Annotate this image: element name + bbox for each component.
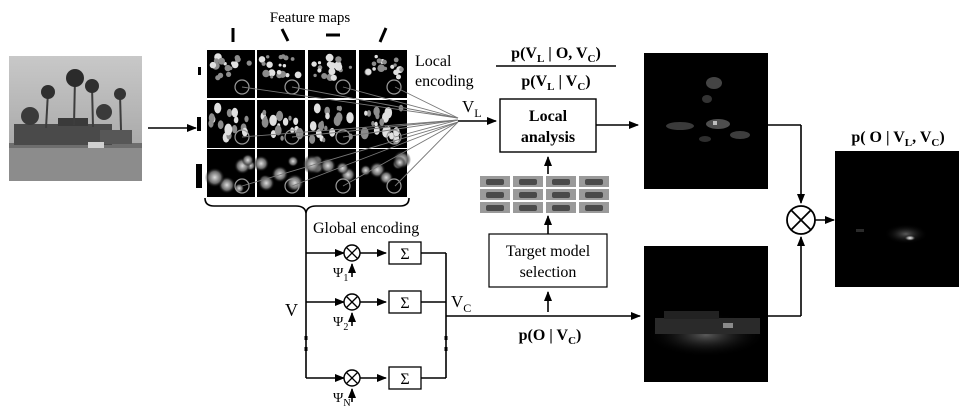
sum-symbol: Σ xyxy=(400,371,409,388)
feature-map-cell xyxy=(359,50,407,98)
input-image xyxy=(9,56,142,181)
feature-map-cell xyxy=(253,149,305,197)
feature-bracket xyxy=(204,197,410,214)
target-thumbnail xyxy=(579,189,609,200)
v-c-label: VC xyxy=(451,292,471,315)
multiply-operator xyxy=(343,293,361,311)
local-encoding-lines xyxy=(241,86,459,187)
local-window-circle xyxy=(335,178,351,194)
local-encoding-label-1: Local xyxy=(415,53,452,70)
target-thumbnail xyxy=(513,189,543,200)
local-window-circle xyxy=(234,129,250,145)
scale-bars xyxy=(196,67,202,188)
target-thumbnail xyxy=(513,176,543,187)
v-l-label: VL xyxy=(462,97,482,120)
context-prior-map xyxy=(644,246,768,382)
local-window-circle xyxy=(234,79,250,95)
global-encoding-row: Σ ΨN xyxy=(306,366,446,408)
local-window-circle xyxy=(234,178,250,194)
target-thumbnail xyxy=(546,189,576,200)
target-thumbnail xyxy=(546,176,576,187)
target-thumbnail xyxy=(513,202,543,213)
target-thumbnail xyxy=(480,189,510,200)
target-model-box xyxy=(488,233,608,288)
feature-maps-label: Feature maps xyxy=(270,10,351,26)
orientation-bars xyxy=(231,27,388,43)
local-analysis-box xyxy=(499,98,597,153)
feature-map-cell xyxy=(359,100,407,148)
sum-symbol: Σ xyxy=(400,246,409,263)
posterior-map xyxy=(835,151,959,287)
global-encoding-row: Σ Ψ2 xyxy=(306,290,446,333)
feature-map-grid xyxy=(204,50,411,197)
feature-map-cell xyxy=(302,149,356,197)
target-thumbnail xyxy=(579,202,609,213)
context-prior-formula: p(O | VC) xyxy=(519,327,582,347)
v-label: V xyxy=(285,300,298,320)
target-thumbnail xyxy=(546,202,576,213)
target-thumbnail xyxy=(480,202,510,213)
ellipsis-dot xyxy=(304,336,308,340)
local-window-circle xyxy=(386,129,402,145)
local-window-circle xyxy=(386,178,402,194)
psi-weight-label: Ψ2 xyxy=(333,315,348,333)
target-thumbnail xyxy=(480,176,510,187)
feature-map-cell xyxy=(308,100,356,148)
local-likelihood-map xyxy=(644,53,768,189)
feature-map-cell xyxy=(308,50,356,98)
feature-map-cell xyxy=(207,50,255,98)
target-thumbnail xyxy=(579,176,609,187)
psi-weight-label: Ψ1 xyxy=(333,266,348,284)
target-model-label-1: Target model xyxy=(506,243,591,260)
local-analysis-label-1: Local xyxy=(529,108,568,125)
local-window-circle xyxy=(335,129,351,145)
ellipsis-dot xyxy=(304,347,308,351)
local-window-circle xyxy=(335,79,351,95)
local-analysis-label-2: analysis xyxy=(521,129,575,146)
target-model-label-2: selection xyxy=(520,264,577,281)
feature-map-cell xyxy=(204,149,256,197)
psi-weight-label: ΨN xyxy=(333,391,351,408)
feature-map-cell xyxy=(257,50,305,98)
feature-map-cell xyxy=(257,100,305,148)
local-encoding-label-2: encoding xyxy=(415,73,474,90)
sum-symbol: Σ xyxy=(400,295,409,312)
product-operator xyxy=(786,205,816,235)
feature-map-cell xyxy=(207,100,255,148)
likelihood-numerator: p(VL | O, VC) xyxy=(511,45,601,65)
local-window-circle xyxy=(284,129,300,145)
global-encoding-row: Σ Ψ1 xyxy=(306,241,446,284)
likelihood-denominator: p(VL | VC) xyxy=(521,73,590,93)
posterior-formula: p( O | VL, VC) xyxy=(851,129,944,149)
target-model-thumbnails xyxy=(480,176,609,213)
local-window-circle xyxy=(386,79,402,95)
local-window-circle xyxy=(284,178,300,194)
multiply-operator xyxy=(343,369,361,387)
global-encoding-label: Global encoding xyxy=(313,220,419,237)
multiply-operator xyxy=(343,244,361,262)
